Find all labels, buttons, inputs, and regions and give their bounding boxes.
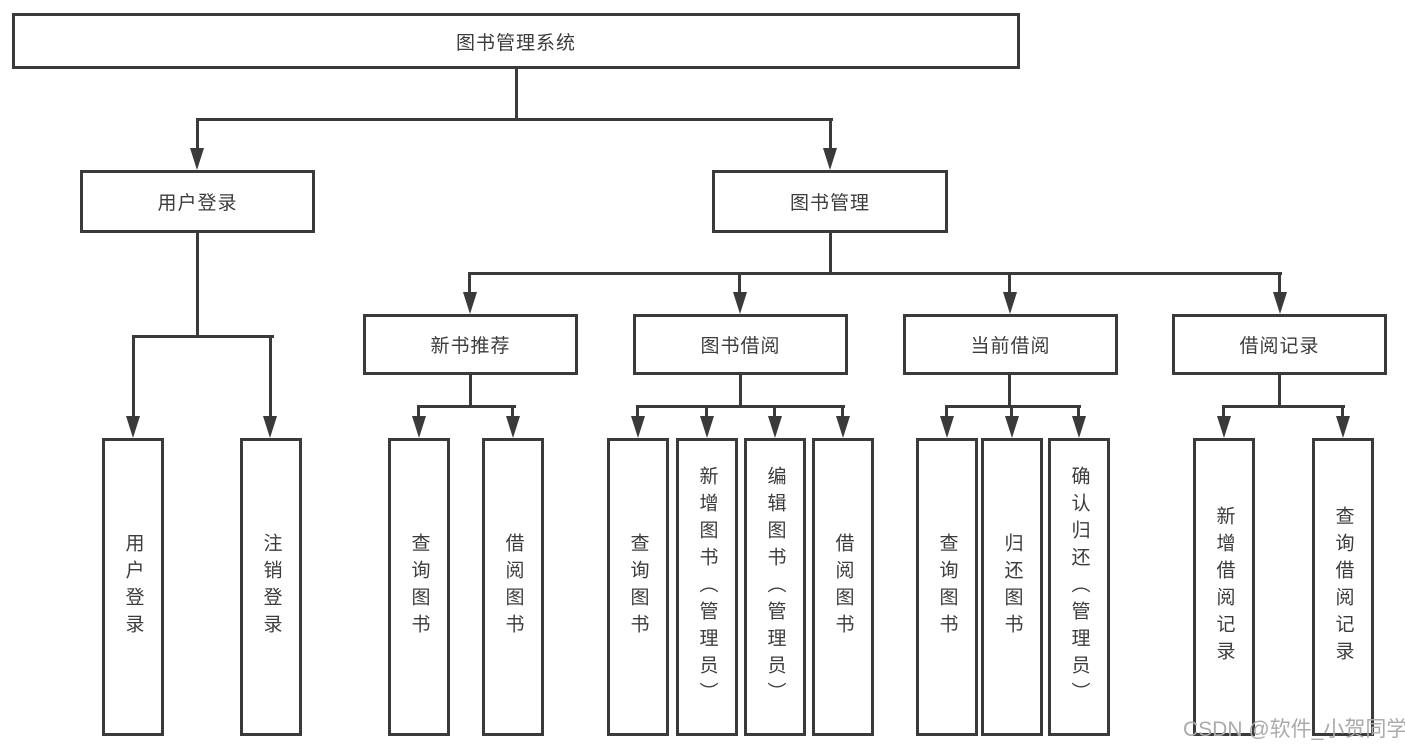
arrow-down-icon [1003,292,1017,314]
connector-line [636,405,845,408]
node-label: 用户登录 [122,533,144,641]
connector-line [1010,405,1013,418]
connector-line [468,272,1282,275]
leaf-current-confirm-return-admin: 确认归还（管理员） [1048,438,1110,736]
connector-line [469,375,472,408]
leaf-borrow-query-books: 查询图书 [607,438,669,736]
node-label: 新增图书（管理员） [696,465,718,709]
connector-line [636,405,639,418]
node-label: 新书推荐 [430,336,511,357]
connector-line [196,233,199,338]
node-label: 查询图书 [627,533,649,641]
connector-line [196,118,833,121]
connector-line [1222,405,1225,418]
node-label: 注销登录 [260,533,282,641]
connector-line [1341,405,1344,418]
arrow-down-icon [1217,416,1231,438]
node-label: 新增借阅记录 [1213,506,1235,668]
arrow-down-icon [263,416,277,438]
leaf-records-query-borrow-record: 查询借阅记录 [1312,438,1374,736]
node-label: 查询图书 [408,533,430,641]
leaf-user-login: 用户登录 [102,438,164,736]
arrow-down-icon [700,416,714,438]
node-label: 图书管理系统 [455,32,576,54]
connector-line [705,405,708,418]
arrow-down-icon [1005,416,1019,438]
connector-line [1278,272,1281,294]
connector-line [739,375,742,408]
arrow-down-icon [412,416,426,438]
connector-line [417,405,420,418]
connector-line [196,118,199,150]
connector-line [132,335,274,338]
node-book-borrowing: 图书借阅 [633,314,848,375]
leaf-borrow-edit-books-admin: 编辑图书（管理员） [744,438,806,736]
arrow-down-icon [836,416,850,438]
leaf-borrow-add-books-admin: 新增图书（管理员） [676,438,738,736]
arrow-down-icon [631,416,645,438]
connector-line [945,405,948,418]
connector-line [511,405,514,418]
connector-line [515,69,518,121]
connector-line [269,335,272,418]
node-current-borrowing: 当前借阅 [903,314,1118,375]
arrow-down-icon [733,292,747,314]
arrow-down-icon [463,292,477,314]
arrow-down-icon [1072,416,1086,438]
node-label: 图书借阅 [700,336,781,357]
node-label: 编辑图书（管理员） [764,465,786,709]
arrow-down-icon [940,416,954,438]
connector-line [738,272,741,294]
node-label: 确认归还（管理员） [1068,465,1090,709]
connector-line [1222,405,1345,408]
connector-line [417,405,516,408]
node-label: 图书管理 [789,193,870,214]
arrow-down-icon [506,416,520,438]
leaf-newbook-borrow-books: 借阅图书 [482,438,544,736]
leaf-current-query-books: 查询图书 [916,438,978,736]
node-book-management: 图书管理 [712,170,948,233]
leaf-records-add-borrow-record: 新增借阅记录 [1193,438,1255,736]
connector-line [1077,405,1080,418]
arrow-down-icon [768,416,782,438]
node-label: 借阅记录 [1239,336,1320,357]
leaf-logout: 注销登录 [240,438,302,736]
leaf-current-return-books: 归还图书 [981,438,1043,736]
arrow-down-icon [823,148,837,170]
node-new-book-recommend: 新书推荐 [363,314,578,375]
node-label: 借阅图书 [832,533,854,641]
node-label: 查询图书 [936,533,958,641]
node-label: 借阅图书 [502,533,524,641]
node-label: 用户登录 [157,193,238,214]
csdn-watermark: CSDN @软件_小贺同学 [1183,718,1405,741]
connector-line [945,405,1081,408]
connector-line [841,405,844,418]
connector-line [829,118,832,150]
arrow-down-icon [1273,292,1287,314]
node-user-login: 用户登录 [80,170,315,233]
node-label: 归还图书 [1001,533,1023,641]
connector-line [132,335,135,418]
connector-line [468,272,471,294]
connector-line [1278,375,1281,408]
connector-line [829,233,832,275]
connector-line [1008,272,1011,294]
node-label: 当前借阅 [970,336,1051,357]
leaf-newbook-query-books: 查询图书 [388,438,450,736]
arrow-down-icon [1336,416,1350,438]
arrow-down-icon [126,416,140,438]
leaf-borrow-borrow-books: 借阅图书 [812,438,874,736]
connector-line [773,405,776,418]
connector-line [1008,375,1011,408]
node-label: 查询借阅记录 [1332,506,1354,668]
arrow-down-icon [190,148,204,170]
node-borrowing-records: 借阅记录 [1172,314,1387,375]
node-library-management-system: 图书管理系统 [12,13,1020,69]
